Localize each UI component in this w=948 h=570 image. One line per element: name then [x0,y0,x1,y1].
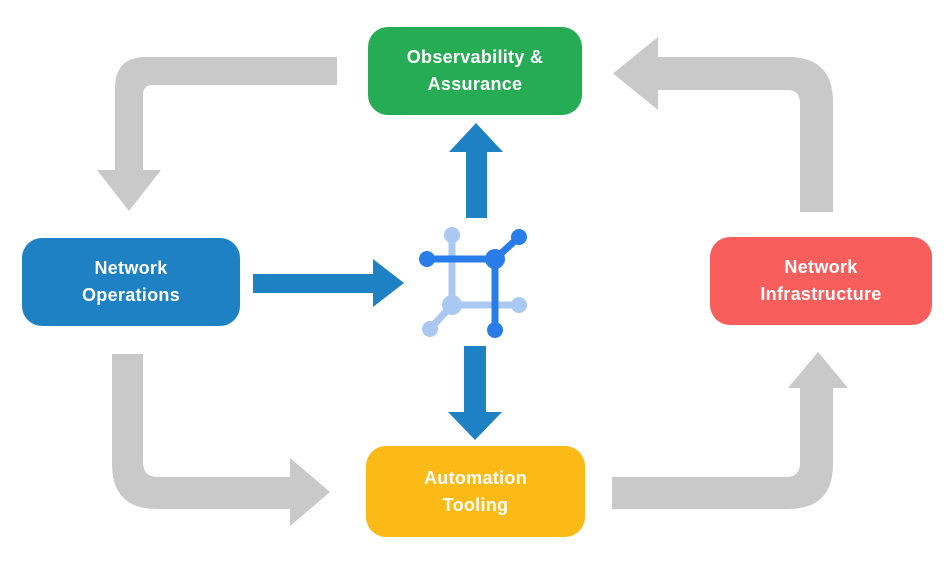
icon-node-top-right [511,229,527,245]
arrow-automation-to-infrastructure [612,352,848,509]
network-automation-hub-icon [419,227,527,338]
arrow-hub-to-automation [448,346,502,440]
node-network-infrastructure: Network Infrastructure [710,237,932,325]
arrow-operations-to-hub [253,259,404,307]
icon-node-right [511,297,527,313]
node-network-operations: Network Operations [22,238,240,326]
icon-corner-top-right [485,249,505,269]
icon-node-top [444,227,460,243]
node-observability-assurance: Observability & Assurance [368,27,582,115]
node-automation-tooling-label: Automation Tooling [424,467,527,515]
arrow-infrastructure-to-observability [613,37,833,212]
icon-node-left [419,251,435,267]
node-network-operations-label: Network Operations [81,258,181,305]
arrow-observability-to-operations [97,57,337,211]
icon-corner-bottom-left [442,295,462,315]
node-observability-assurance-label: Observability & Assurance [406,47,544,94]
icon-node-bottom-left [422,321,438,337]
node-network-infrastructure-label: Network Infrastructure [760,257,882,304]
icon-node-bottom [487,322,503,338]
node-automation-tooling: Automation Tooling [366,446,585,537]
arrow-operations-to-automation [112,354,330,526]
arrow-hub-to-observability [449,123,503,218]
